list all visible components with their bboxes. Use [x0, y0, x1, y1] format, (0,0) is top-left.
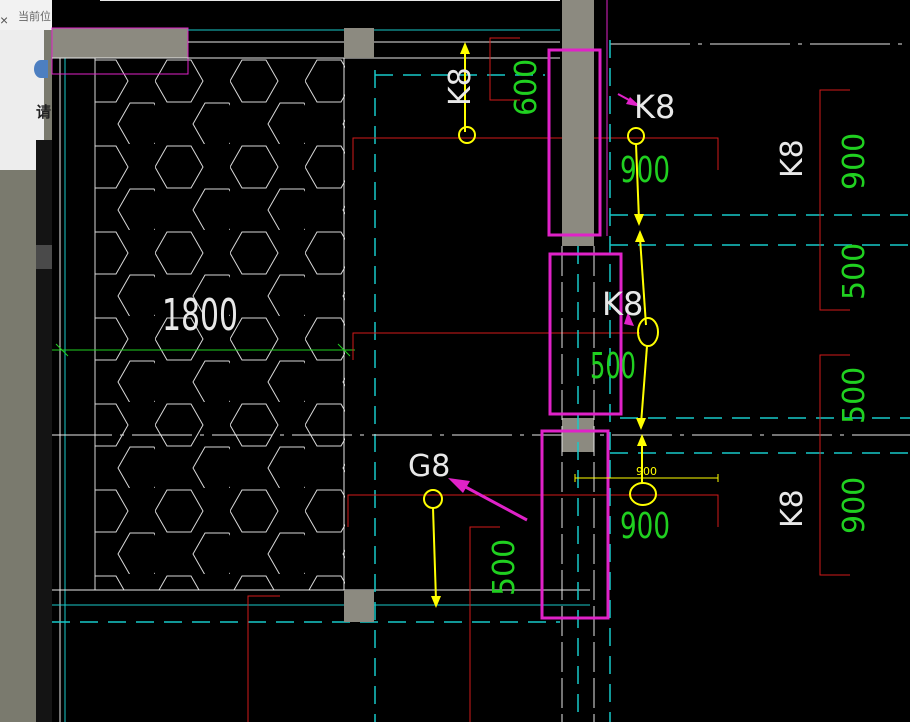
top-column-band [52, 28, 188, 58]
magenta-arrow-k8-head [626, 97, 641, 107]
panel-header [0, 0, 52, 30]
close-icon[interactable]: × [0, 12, 9, 28]
hatched-slab [95, 58, 345, 590]
dim-text-500-left: 500 [487, 539, 522, 596]
label-k8-middle: K8 [602, 285, 643, 323]
avatar [34, 60, 48, 78]
yellow-line-k8-right-down [635, 143, 640, 221]
yellow-arrow-g8-head [431, 596, 441, 608]
highlight-box-top[interactable] [547, 48, 602, 237]
red-beam-top [352, 137, 719, 170]
highlight-box-bottom[interactable] [540, 429, 610, 620]
side-panel: × 当前位 请 [0, 0, 52, 722]
red-bracket-500-left [469, 526, 500, 722]
prompt-text: 请 [36, 104, 52, 121]
label-k8-top-right: K8 [634, 88, 675, 126]
red-bracket-600 [489, 37, 520, 101]
dim-text-900-right-top: 900 [837, 133, 872, 190]
yellow-circle-g8 [423, 489, 443, 509]
yellow-arrow-mid-up-head [635, 230, 645, 242]
yellow-line-mid-up [639, 237, 647, 326]
yellow-circle-bottom [629, 482, 657, 506]
dim-text-500-middle: 500 [590, 346, 636, 387]
magenta-arrow-g8-shaft [459, 482, 528, 522]
dim-tick-left [55, 343, 69, 357]
red-beam-middle [352, 332, 640, 360]
dim-text-900-top: 900 [620, 150, 670, 191]
magenta-arrow-mid-head [624, 312, 634, 326]
panel-strip [36, 140, 52, 722]
dim-tick-right [337, 343, 351, 357]
dim-text-900-small: 900 [636, 465, 657, 478]
breadcrumb: 当前位 [18, 11, 51, 23]
label-k8-far-right-top: K8 [775, 139, 810, 178]
label-k8-top-vertical: K8 [443, 67, 478, 106]
magenta-arrow-g8-head [448, 478, 470, 493]
dim-text-900-right-bottom: 900 [837, 477, 872, 534]
small-column-bottom [344, 590, 374, 622]
dim-text-600: 600 [509, 59, 544, 116]
dim-text-500-right-2: 500 [837, 367, 872, 424]
small-column-top [344, 28, 374, 58]
label-k8-far-right-bottom: K8 [775, 489, 810, 528]
yellow-circle-k8-top [458, 126, 476, 144]
top-column-magenta [51, 27, 189, 75]
yellow-arrow-mid-down-head [636, 418, 646, 430]
red-bracket-right-top [819, 89, 850, 311]
yellow-arrow-k8-right-head [634, 214, 644, 226]
label-g8: G8 [408, 449, 450, 484]
panel-gap [36, 245, 52, 269]
yellow-line-g8-down [432, 507, 437, 601]
dim-text-500-right: 500 [837, 243, 872, 300]
yellow-line-mid-down [640, 345, 648, 425]
red-beam-bottom [347, 494, 719, 527]
yellow-arrow-bottom-up-head [637, 434, 647, 446]
column-upper [562, 0, 594, 246]
red-bracket-bottom-left [247, 595, 280, 722]
yellow-circle-k8-right [627, 127, 645, 145]
highlight-box-middle[interactable] [548, 252, 623, 416]
yellow-arrow-k8-top-head [460, 42, 470, 54]
red-bracket-right-bottom [819, 354, 850, 576]
yellow-circle-mid [637, 317, 659, 347]
dim-text-1800: 1800 [162, 290, 238, 341]
dim-text-900-bottom: 900 [620, 506, 670, 547]
